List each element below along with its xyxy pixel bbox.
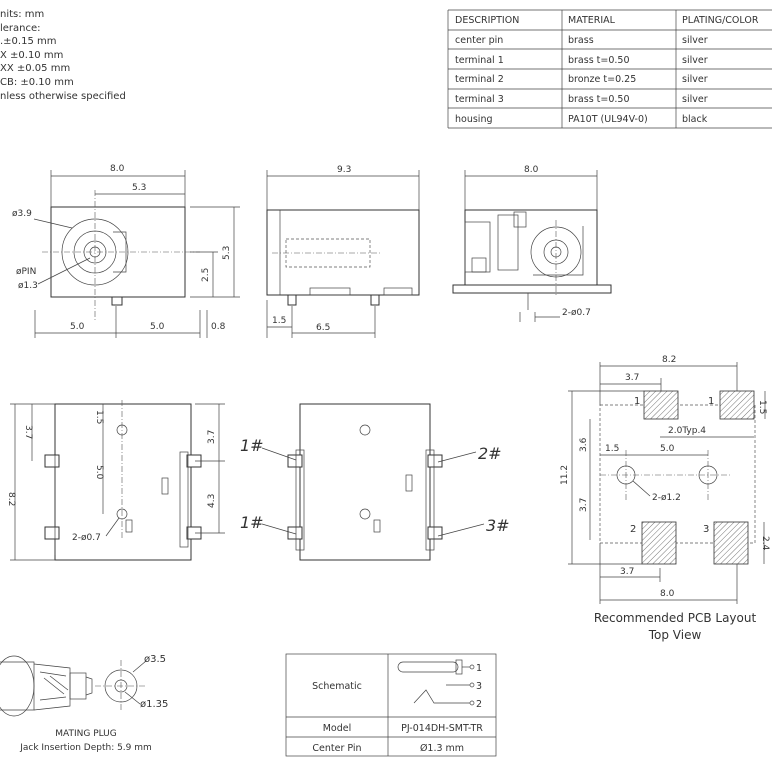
top-view: 8.2 3.7 1.5 5.0 3.7 4.3 2-ø0.7 (6, 400, 225, 561)
rear-view: 8.0 2-ø0.7 (452, 165, 612, 322)
table-cell: silver (682, 55, 708, 66)
dim-outer-diameter: ø3.5 (144, 654, 166, 665)
dim-hole-offset: 1.5 (94, 410, 104, 424)
note-line: CB: ±0.10 mm (0, 77, 74, 88)
info-table: Schematic 1 3 2 Model PJ-014DH-SMT-TR Ce… (285, 653, 497, 757)
terminal-1-label: 1# (240, 436, 264, 455)
table-cell: silver (682, 74, 708, 85)
dim-diameter: ø3.9 (12, 209, 32, 219)
dim-offset: 3.7 (620, 567, 634, 577)
terminal-3-label: 3# (486, 516, 510, 535)
table-cell: Center Pin (312, 743, 361, 754)
general-notes: nits: mm lerance: .±0.15 mm X ±0.10 mm X… (0, 9, 126, 102)
dim-span: 5.0 (70, 322, 85, 332)
note-line: XX ±0.05 mm (0, 63, 70, 74)
table-cell: terminal 2 (455, 74, 504, 85)
terminal-2-label: 2# (478, 444, 502, 463)
dim-offset: 3.7 (207, 430, 217, 444)
pcb-caption: Recommended PCB Layout (594, 611, 757, 625)
terminal-1-label: 1# (240, 513, 264, 532)
dim-pin-offset: 1.5 (272, 316, 286, 326)
dim-length: 9.3 (337, 165, 351, 175)
dim-typ: 2.0Typ.4 (668, 426, 706, 436)
dim-pin-pitch: 6.5 (316, 323, 330, 333)
dim-holes: 2-ø0.7 (72, 533, 101, 543)
table-cell: Model (323, 723, 352, 734)
dim-total-height: 5.3 (222, 246, 232, 260)
schematic-label: Schematic (312, 681, 362, 692)
plug-caption: Jack Insertion Depth: 5.9 mm (19, 743, 152, 753)
material-table: DESCRIPTION MATERIAL PLATING/COLOR cente… (447, 9, 772, 129)
table-cell: housing (455, 114, 493, 125)
pcb-layout: 8.2 3.7 1.5 1 1 2.0Typ.4 11.2 3.6 3.7 1.… (560, 355, 770, 642)
dim-offset: 3.7 (23, 425, 33, 439)
pcb-caption: Top View (648, 628, 702, 642)
schematic-symbol (397, 659, 475, 706)
plug-caption: MATING PLUG (55, 729, 117, 739)
dim-width: 8.0 (660, 589, 675, 599)
dim-width: 8.0 (110, 164, 125, 174)
dim-pin-label: øPIN (16, 267, 36, 277)
note-line: nless otherwise specified (0, 91, 126, 102)
dim-width: 8.2 (662, 355, 676, 365)
table-cell: terminal 3 (455, 94, 504, 105)
schematic-pin: 1 (476, 663, 482, 674)
front-view: 8.0 5.3 ø3.9 øPIN ø1.3 2.5 5.3 5.0 5.0 0… (12, 164, 240, 338)
schematic-pin: 2 (476, 699, 482, 710)
table-cell: brass t=0.50 (568, 55, 630, 66)
table-cell: silver (682, 35, 708, 46)
dim-offset: 3.7 (579, 498, 589, 512)
dim-width: 8.0 (524, 165, 539, 175)
table-cell: PJ-014DH-SMT-TR (401, 723, 483, 734)
dim-tab: 0.8 (211, 322, 226, 332)
table-cell: Ø1.3 mm (420, 743, 464, 754)
note-line: lerance: (0, 23, 41, 34)
pad-number: 1 (708, 396, 714, 407)
table-cell: terminal 1 (455, 55, 504, 66)
dim-depth: 8.2 (6, 492, 16, 506)
dim-pad-height: 2.4 (760, 536, 770, 551)
schematic-pin: 3 (476, 681, 482, 692)
dim-holes: 2-ø0.7 (562, 308, 591, 318)
dim-hole-pitch: 5.0 (94, 465, 104, 480)
table-cell: bronze t=0.25 (568, 74, 636, 85)
dim-hole-offset: 1.5 (605, 444, 619, 454)
table-header: MATERIAL (568, 15, 616, 26)
dim-pad-height: 1.5 (757, 400, 767, 414)
dim-span: 5.0 (150, 322, 165, 332)
table-cell: black (682, 114, 708, 125)
table-cell: center pin (455, 35, 503, 46)
dim-pin-diameter: ø1.3 (18, 281, 38, 291)
note-line: .±0.15 mm (0, 36, 56, 47)
table-cell: brass t=0.50 (568, 94, 630, 105)
dim-height: 2.5 (201, 268, 211, 282)
bottom-view: 1# 1# 2# 3# (240, 403, 510, 561)
dim-offset: 5.3 (132, 183, 146, 193)
dim-offset: 3.6 (579, 437, 589, 452)
pad-number: 3 (703, 524, 709, 535)
dim-inner-diameter: ø1.35 (140, 699, 168, 710)
dim-holes: 2-ø1.2 (652, 493, 681, 503)
table-header: PLATING/COLOR (682, 15, 759, 26)
note-line: X ±0.10 mm (0, 50, 63, 61)
pad-number: 2 (630, 524, 636, 535)
table-header: DESCRIPTION (455, 15, 519, 26)
mating-plug: ø3.5 ø1.35 MATING PLUG Jack Insertion De… (0, 654, 168, 753)
table-cell: PA10T (UL94V-0) (568, 114, 648, 125)
dim-pitch: 4.3 (207, 494, 217, 508)
side-view: 9.3 1.5 6.5 (266, 165, 420, 338)
note-line: nits: mm (0, 9, 44, 20)
table-cell: brass (568, 35, 594, 46)
table-cell: silver (682, 94, 708, 105)
dim-offset: 3.7 (625, 373, 639, 383)
pad-number: 1 (634, 396, 640, 407)
dim-hole-pitch: 5.0 (660, 444, 675, 454)
dim-height: 11.2 (560, 465, 570, 485)
